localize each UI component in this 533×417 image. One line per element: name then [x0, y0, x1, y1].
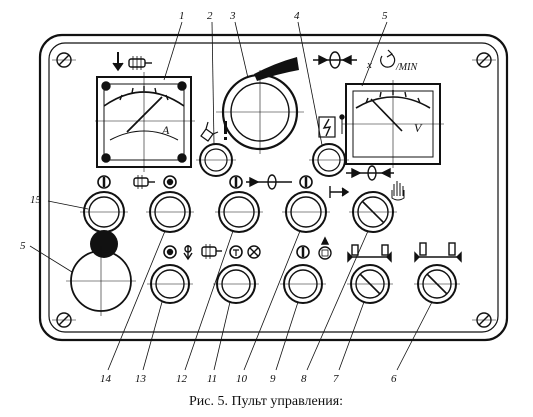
lightning-icon — [322, 118, 332, 137]
speed-unit: /MIN — [395, 62, 418, 73]
coolant-icon — [183, 245, 193, 261]
motor-symbol-icon — [133, 175, 155, 189]
callout-numbers: 1 2 3 4 5 15 5 14 13 12 11 10 9 8 7 6 — [20, 10, 397, 385]
panel-frame — [38, 33, 509, 342]
oil-can-icon — [200, 121, 219, 142]
button-row-1 — [80, 191, 397, 233]
voltmeter: V x /MIN — [313, 49, 444, 168]
feed-right-icon — [329, 165, 405, 201]
clamp-icons — [347, 242, 462, 263]
motor-symbol-2-icon — [201, 244, 222, 259]
figure-caption: Рис. 5. Пульт управления: — [189, 394, 343, 409]
callout-9: 9 — [270, 373, 276, 385]
speed-label: x — [366, 59, 372, 71]
feed-left-icon — [246, 174, 292, 190]
screw-bottom-left — [52, 312, 76, 328]
up-feed-icon — [318, 236, 332, 260]
oil-lamp — [196, 121, 236, 177]
lamp-cross-icon — [247, 245, 261, 259]
callout-4: 4 — [294, 10, 300, 22]
callout-10: 10 — [236, 373, 248, 385]
ammeter: A — [95, 52, 195, 172]
screw-top-right — [472, 52, 496, 68]
callout-7: 7 — [333, 373, 339, 385]
callout-5-left: 5 — [20, 240, 26, 252]
switch-6 — [414, 264, 460, 304]
main-dial — [216, 57, 304, 154]
button-9 — [280, 264, 326, 304]
callout-2: 2 — [207, 10, 213, 22]
button-row-2 — [147, 264, 460, 304]
callout-1: 1 — [179, 10, 185, 22]
ammeter-unit: A — [161, 123, 170, 137]
callout-14: 14 — [100, 373, 112, 385]
callout-6: 6 — [391, 373, 397, 385]
button-row-2-symbols — [163, 236, 462, 263]
button-12 — [215, 191, 263, 233]
screw-top-left — [52, 52, 76, 68]
callout-3: 3 — [229, 10, 236, 22]
switch-7 — [347, 264, 393, 304]
stop-symbol-icon — [97, 175, 111, 189]
hand-icon — [391, 181, 405, 201]
callout-5-top: 5 — [382, 10, 388, 22]
button-13 — [147, 264, 193, 304]
emergency-stop-button — [66, 230, 136, 316]
button-14 — [146, 191, 194, 233]
callout-13: 13 — [135, 373, 147, 385]
button-10 — [282, 191, 330, 233]
button-11 — [213, 264, 259, 304]
callout-15: 15 — [30, 194, 42, 206]
callout-8: 8 — [301, 373, 307, 385]
leader-lines — [29, 21, 433, 371]
rotation-arrow-icon — [380, 53, 396, 68]
voltmeter-unit: V — [414, 121, 423, 135]
speed-wedge-icon — [254, 57, 299, 81]
callout-11: 11 — [207, 373, 217, 385]
callout-12: 12 — [176, 373, 188, 385]
corner-screws — [52, 52, 496, 328]
button-15 — [80, 191, 128, 233]
button-row-1-symbols — [97, 165, 405, 201]
button-8 — [349, 191, 397, 233]
screw-bottom-right — [472, 312, 496, 328]
